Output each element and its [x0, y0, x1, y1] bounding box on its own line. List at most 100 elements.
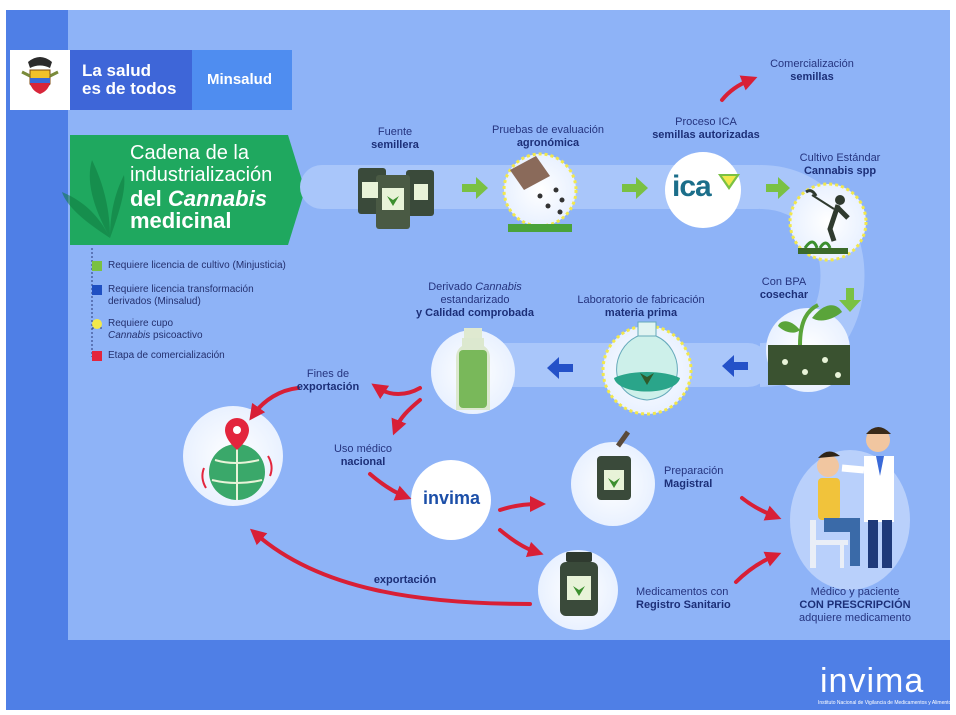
slogan: La salud es de todos: [82, 62, 176, 98]
legend-label-line2: Cannabis psicoactivo: [108, 330, 203, 342]
sprout-icon: [768, 303, 850, 385]
green-arrows: [462, 177, 861, 312]
label-line2: semillas: [790, 71, 834, 83]
label-line2: Magistral: [664, 478, 713, 490]
legend-label-line2: derivados (Minsalud): [108, 296, 201, 307]
label-derivado: Derivado Cannabis estandarizado y Calida…: [400, 281, 550, 320]
globe-pin-icon: [201, 418, 273, 500]
legend-label-line1: Requiere cupo: [108, 318, 174, 329]
label-ica: Proceso ICA semillas autorizadas: [636, 116, 776, 142]
label-preparacion: Preparación Magistral: [664, 465, 728, 491]
label-line1: Cultivo Estándar: [799, 152, 881, 164]
label-line1: Fuente: [377, 126, 413, 138]
title-line3-italic: Cannabis: [167, 186, 267, 211]
coat-of-arms-icon: [21, 57, 59, 94]
legend-item-cupo: Requiere cupo Cannabis psicoactivo: [92, 318, 203, 342]
minsalud-box: [192, 50, 292, 110]
medicine-jar-icon: [560, 552, 598, 616]
label-line1: Médico y paciente: [810, 586, 900, 598]
label-line2: exportación: [373, 574, 437, 586]
title-line1: Cadena de la: [130, 142, 249, 164]
bottom-band: [6, 640, 950, 710]
legend-item-transformacion: Requiere licencia transformación derivad…: [92, 284, 254, 308]
title-banner: [70, 135, 305, 245]
label-medicamentos: Medicamentos con Registro Sanitario: [636, 586, 746, 612]
legend-item-comercializacion: Etapa de comercialización: [92, 350, 225, 362]
legend-swatch-blue: [92, 285, 102, 295]
title-line3-prefix: del: [130, 186, 162, 211]
label-line2: agronómica: [516, 137, 580, 149]
farmer-icon: [798, 189, 850, 254]
label-line1: Derivado Cannabis: [400, 281, 550, 294]
label-medico: Médico y paciente CON PRESCRIPCIÓN adqui…: [780, 586, 930, 625]
label-line2: nacional: [340, 456, 386, 468]
legend-swatch-red: [92, 351, 102, 361]
label-line1: Preparación: [664, 465, 724, 477]
legend-swatch-yellow: [92, 319, 102, 329]
label-line1: Proceso ICA: [675, 116, 737, 128]
cultivo-circle: [788, 182, 868, 262]
seed-bags-icon: [358, 168, 434, 229]
doctor-patient-icon: [810, 427, 894, 568]
blue-arrows: [547, 355, 748, 379]
slogan-box: [70, 50, 192, 110]
label-line1: Laboratorio de fabricación: [577, 294, 705, 306]
slogan-line1: La salud: [82, 61, 151, 80]
label-exportacion: exportación: [360, 574, 450, 587]
label-line2: y Calidad comprobada: [416, 307, 534, 319]
label-laboratorio: Laboratorio de fabricación materia prima: [566, 294, 716, 320]
label-line2: exportación: [296, 381, 360, 393]
ministry-name: Minsalud: [207, 71, 273, 88]
left-band: [6, 10, 68, 710]
ica-flag-icon: [718, 174, 740, 190]
label-cosechar: Con BPA cosechar: [752, 276, 816, 302]
label-line1: Medicamentos con: [636, 586, 729, 598]
label-uso: Uso médico nacional: [326, 443, 400, 469]
soil-sample-icon: [508, 156, 572, 232]
label-line2: Cannabis spp: [803, 165, 877, 177]
ica-logo: ica: [672, 170, 712, 203]
invima-circle: [411, 460, 491, 540]
invima-small-logo: invima: [423, 488, 481, 508]
label-pruebas: Pruebas de evaluación agronómica: [478, 124, 618, 150]
label-line1: Comercialización: [770, 58, 854, 70]
red-arrows: [249, 75, 782, 606]
legend-label-line1: Requiere licencia transformación: [108, 284, 254, 295]
label-line2: Registro Sanitario: [636, 599, 731, 611]
label-line2: CON PRESCRIPCIÓN: [799, 599, 911, 611]
mortar-icon: [597, 430, 631, 500]
title-line3: del Cannabis: [130, 188, 272, 210]
label-line2: semillas autorizadas: [652, 129, 760, 141]
page-title: Cadena de la industrialización del Canna…: [130, 142, 272, 232]
label-line1: Fines de: [306, 368, 350, 380]
label-line1: Pruebas de evaluación: [492, 124, 604, 136]
label-line2: cosechar: [759, 289, 809, 301]
label-italic: Cannabis: [475, 281, 522, 293]
label-line1b: estandarizado: [440, 294, 510, 306]
label-line2: materia prima: [604, 307, 678, 319]
label-prefix: Derivado: [428, 281, 473, 293]
label-line1: Uso médico: [333, 443, 393, 455]
label-fines: Fines de exportación: [288, 368, 368, 394]
bottle-icon: [456, 328, 490, 410]
flask-icon: [614, 321, 680, 401]
label-fuente: Fuente semillera: [350, 126, 440, 152]
legend-swatch-green: [92, 261, 102, 271]
legend-item-cultivo: Requiere licencia de cultivo (Minjustici…: [92, 260, 286, 272]
legend-label-italic: Cannabis: [108, 330, 151, 341]
legend-label: Etapa de comercialización: [108, 350, 225, 361]
invima-footer-logo: invima: [820, 662, 925, 700]
label-comercializacion: Comercialización semillas: [752, 58, 872, 84]
slogan-line2: es de todos: [82, 79, 177, 98]
label-line1: Con BPA: [761, 276, 807, 288]
legend-label-rest: psicoactivo: [153, 330, 203, 341]
label-line3: adquiere medicamento: [799, 612, 911, 624]
label-cultivo: Cultivo Estándar Cannabis spp: [780, 152, 900, 178]
label-line2: semillera: [371, 139, 419, 151]
title-line2: industrialización: [130, 164, 273, 186]
invima-footer-tagline: Instituto Nacional de Vigilancia de Medi…: [818, 700, 954, 706]
ica-circle: [665, 152, 741, 228]
cannabis-leaf-watermark-icon: [62, 160, 125, 238]
